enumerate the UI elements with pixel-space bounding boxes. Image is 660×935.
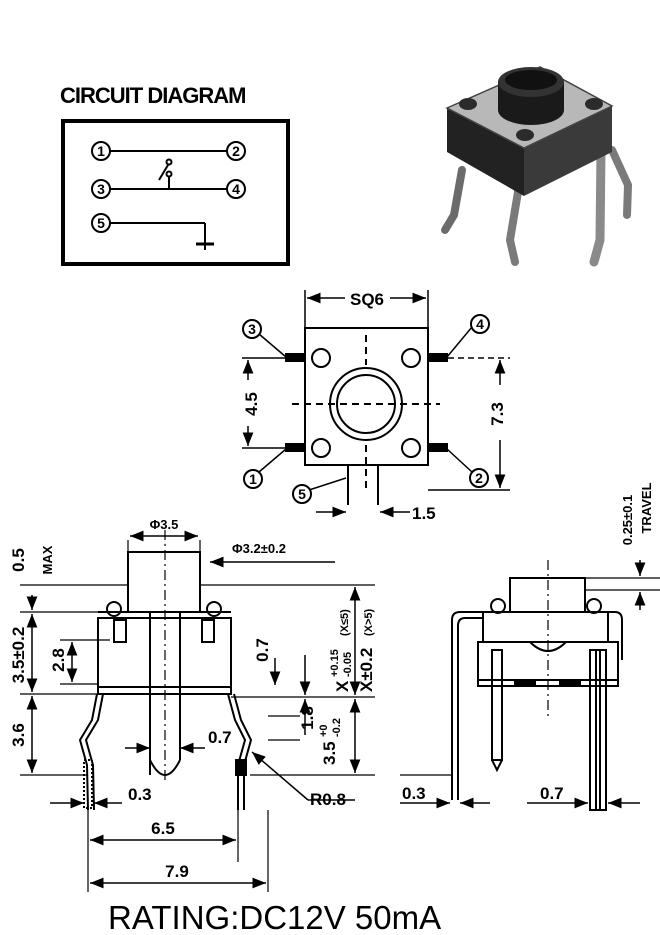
dim-0-5: 0.5 bbox=[9, 548, 28, 572]
switch-3d-illustration bbox=[441, 66, 633, 267]
dim-travel-value: 0.25±0.1 bbox=[620, 495, 635, 546]
circuit-pin-1: 1 bbox=[91, 141, 111, 161]
circuit-diagram: CIRCUIT DIAGRAM 1 2 3 4 5 bbox=[60, 83, 290, 266]
dim-0-7-v: 0.7 bbox=[253, 638, 272, 662]
svg-text:5: 5 bbox=[298, 486, 306, 502]
svg-text:X±0.2: X±0.2 bbox=[357, 648, 376, 692]
dim-7-9: 7.9 bbox=[165, 862, 189, 881]
dim-sq6: SQ6 bbox=[350, 290, 384, 309]
dim-3-5-body: 3.5±0.2 bbox=[9, 627, 28, 684]
dim-3-5-lead: 3.5 +0 -0.2 bbox=[318, 718, 343, 765]
svg-text:(X≤5): (X≤5) bbox=[339, 609, 351, 636]
svg-text:X: X bbox=[333, 680, 352, 692]
svg-text:3: 3 bbox=[97, 181, 105, 197]
side-view-drawing bbox=[20, 530, 375, 892]
top-view-labels: SQ6 4.5 7.3 1.5 3 4 1 2 5 bbox=[242, 290, 507, 523]
dim-0-7-h: 0.7 bbox=[208, 728, 232, 747]
top-pin-3: 3 bbox=[242, 319, 262, 339]
svg-text:5: 5 bbox=[97, 215, 105, 231]
svg-text:+0.15: +0.15 bbox=[329, 649, 341, 677]
svg-text:4: 4 bbox=[476, 316, 484, 332]
rating-text: RATING:DC12V 50mA bbox=[108, 899, 441, 935]
svg-text:3: 3 bbox=[248, 321, 256, 337]
dim-2-8: 2.8 bbox=[49, 648, 68, 672]
circuit-pin-3: 3 bbox=[91, 179, 111, 199]
side-view-labels: 0.5 MAX Φ3.5 Φ3.2±0.2 3.5±0.2 2.8 3.6 0.… bbox=[9, 517, 376, 881]
svg-text:-0.05: -0.05 bbox=[342, 652, 354, 677]
dim-1-5: 1.5 bbox=[412, 504, 436, 523]
dim-phi-3-2: Φ3.2±0.2 bbox=[232, 541, 286, 556]
dim-max: MAX bbox=[40, 545, 55, 574]
dim-0-3: 0.3 bbox=[128, 785, 152, 804]
svg-text:3.5: 3.5 bbox=[320, 741, 339, 765]
circuit-frame bbox=[61, 119, 290, 266]
circuit-pin-2: 2 bbox=[226, 141, 246, 161]
top-pin-2: 2 bbox=[469, 468, 489, 488]
dim-front-0-3: 0.3 bbox=[402, 784, 426, 803]
dim-r0-8: R0.8 bbox=[310, 790, 346, 809]
dim-1-8: 1.8 bbox=[298, 706, 317, 730]
svg-text:1: 1 bbox=[249, 471, 257, 487]
dim-travel-word: TRAVEL bbox=[639, 482, 654, 533]
dim-3-6: 3.6 bbox=[9, 723, 28, 747]
top-pin-5: 5 bbox=[292, 484, 312, 504]
top-view-drawing bbox=[242, 290, 510, 518]
svg-text:1: 1 bbox=[97, 143, 105, 159]
circuit-pin-5: 5 bbox=[91, 213, 111, 233]
front-view-labels: 0.25±0.1 TRAVEL 0.3 0.7 bbox=[402, 482, 654, 803]
top-pin-1: 1 bbox=[243, 469, 263, 489]
circuit-title: CIRCUIT DIAGRAM bbox=[60, 83, 245, 108]
top-pin-4: 4 bbox=[470, 314, 490, 334]
dim-x-tolerance: X +0.15 -0.05 (X≤5) X±0.2 (X>5) bbox=[329, 608, 376, 692]
dim-7-3: 7.3 bbox=[488, 402, 507, 426]
dim-4-5: 4.5 bbox=[242, 392, 261, 416]
dim-front-0-7: 0.7 bbox=[540, 784, 564, 803]
svg-text:(X>5): (X>5) bbox=[363, 608, 375, 636]
svg-text:+0: +0 bbox=[318, 724, 330, 737]
front-view-drawing bbox=[400, 560, 660, 811]
svg-text:2: 2 bbox=[232, 143, 240, 159]
dim-6-5: 6.5 bbox=[151, 819, 175, 838]
circuit-pin-4: 4 bbox=[226, 179, 246, 199]
svg-text:-0.2: -0.2 bbox=[331, 718, 343, 737]
svg-text:4: 4 bbox=[232, 181, 240, 197]
svg-text:2: 2 bbox=[475, 470, 483, 486]
switch-symbol bbox=[110, 150, 227, 250]
dim-phi-3-5: Φ3.5 bbox=[150, 517, 179, 532]
